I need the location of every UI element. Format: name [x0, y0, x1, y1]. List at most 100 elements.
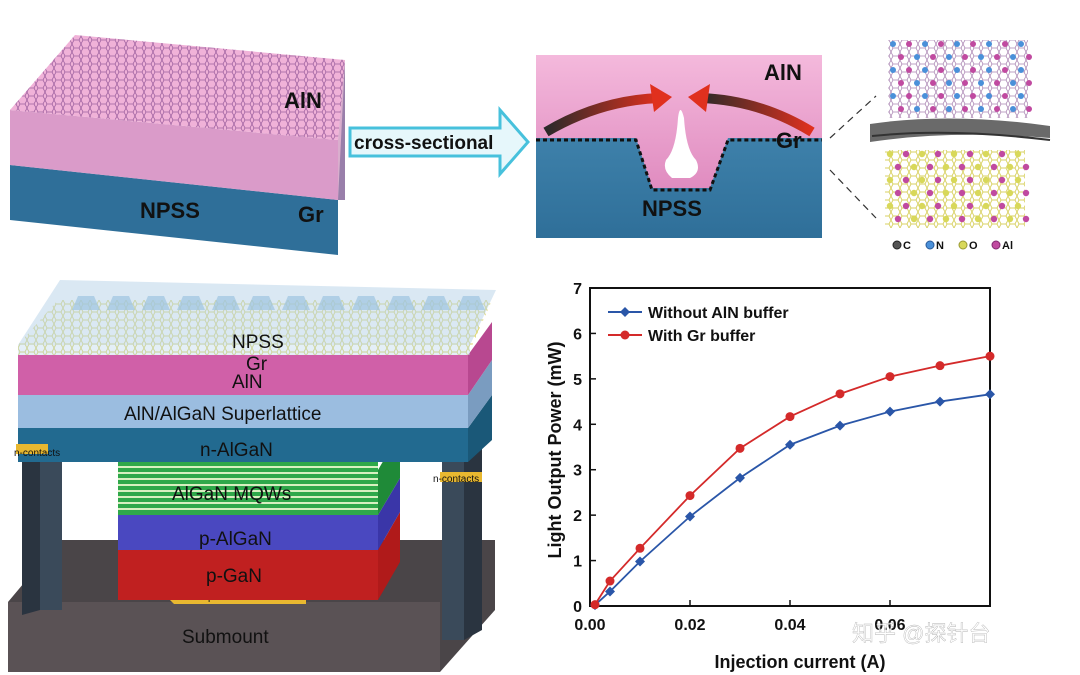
- atom: [966, 150, 974, 158]
- mqw-label: AlGaN MQWs: [172, 484, 291, 505]
- atom: [978, 80, 984, 86]
- atom: [998, 202, 1006, 210]
- panel-a-stack: AlN NPSS Gr: [10, 35, 345, 255]
- atom: [890, 41, 896, 47]
- npss-bump: [72, 296, 100, 310]
- y-tick-label: 4: [573, 417, 582, 434]
- atom: [930, 106, 936, 112]
- legend-o-dot: [958, 240, 968, 250]
- x-tick-label: 0.00: [574, 617, 605, 634]
- atom: [994, 106, 1000, 112]
- atom: [938, 67, 944, 73]
- mqw-stripes: [118, 466, 378, 510]
- atom: [898, 80, 904, 86]
- atom: [934, 176, 942, 184]
- submount-label: Submount: [182, 627, 269, 648]
- series-line-1: [594, 355, 991, 606]
- atom: [1018, 67, 1024, 73]
- atom: [906, 67, 912, 73]
- data-point: [735, 472, 745, 483]
- atom: [890, 67, 896, 73]
- data-point: [605, 576, 615, 586]
- atom: [1022, 215, 1030, 223]
- atom-legend: C N O Al: [892, 240, 1013, 252]
- data-point: [785, 412, 795, 422]
- y-tick-label: 5: [573, 372, 582, 389]
- npss-cap-top: [18, 280, 496, 345]
- atom: [946, 80, 952, 86]
- n-contact-right-pad: [440, 472, 482, 482]
- npss-bump: [457, 296, 485, 310]
- atom: [958, 215, 966, 223]
- data-point: [590, 600, 600, 610]
- data-point: [885, 406, 895, 417]
- atom: [954, 67, 960, 73]
- npss-bump: [177, 296, 205, 310]
- atom: [1026, 106, 1032, 112]
- data-point: [635, 556, 645, 567]
- legend-marker-with-gr: [620, 330, 630, 340]
- atom: [894, 215, 902, 223]
- x-tick-label: 0.06: [874, 617, 905, 634]
- chart-legend: Without AlN buffer With Gr buffer: [608, 305, 789, 345]
- atom: [906, 93, 912, 99]
- atom: [958, 163, 966, 171]
- p-algan-layer: [118, 515, 378, 550]
- atom: [1014, 150, 1022, 158]
- npss-front-face: [10, 165, 338, 255]
- aln-side-face: [338, 60, 345, 200]
- watermark: 知乎 @探针台: [852, 621, 990, 646]
- aln-atoms: [890, 41, 1032, 112]
- atom: [998, 176, 1006, 184]
- atom: [894, 189, 902, 197]
- data-point: [685, 491, 695, 501]
- mqw-layer: [118, 462, 378, 515]
- atom: [982, 202, 990, 210]
- y-tick-label: 0: [573, 599, 582, 616]
- data-point: [605, 586, 615, 597]
- atom: [922, 41, 928, 47]
- atom: [1022, 163, 1030, 171]
- atom: [890, 93, 896, 99]
- atom: [922, 67, 928, 73]
- atom: [990, 215, 998, 223]
- atom: [1002, 67, 1008, 73]
- sapphire-atomic-lattice: [885, 150, 1025, 228]
- atom: [902, 202, 910, 210]
- atom: [886, 150, 894, 158]
- data-point: [835, 389, 845, 399]
- growth-arrowhead-left: [650, 84, 672, 112]
- data-point: [885, 372, 895, 382]
- atom: [914, 80, 920, 86]
- atom: [990, 189, 998, 197]
- npss-bump: [142, 296, 170, 310]
- data-point: [785, 439, 795, 450]
- atom: [966, 202, 974, 210]
- gr-label: Gr: [246, 354, 268, 375]
- atom: [1026, 54, 1032, 60]
- atom: [970, 93, 976, 99]
- atom: [1006, 163, 1014, 171]
- graphene-lattice: [10, 35, 345, 140]
- y-tick-label: 2: [573, 508, 582, 525]
- atomic-model: C N O Al: [870, 40, 1051, 252]
- atom: [974, 215, 982, 223]
- device-structure: Submount p-contacts p-GaN p-AlGaN AlGa: [8, 280, 496, 672]
- atom: [1010, 54, 1016, 60]
- growth-arrowhead-right: [688, 84, 710, 112]
- atom: [954, 41, 960, 47]
- data-point: [685, 511, 695, 522]
- y-tick-label: 3: [573, 463, 582, 480]
- legend-label-without-aln: Without AlN buffer: [648, 305, 789, 322]
- npss-bump: [212, 296, 240, 310]
- atom: [934, 150, 942, 158]
- aln-layer: [18, 355, 468, 395]
- graphene-sheet-line: [871, 131, 1051, 141]
- atom: [1022, 189, 1030, 197]
- pillar-left: [40, 440, 62, 610]
- npss-bump: [247, 296, 275, 310]
- panel-b-aln-label: AlN: [764, 60, 802, 85]
- atom: [910, 163, 918, 171]
